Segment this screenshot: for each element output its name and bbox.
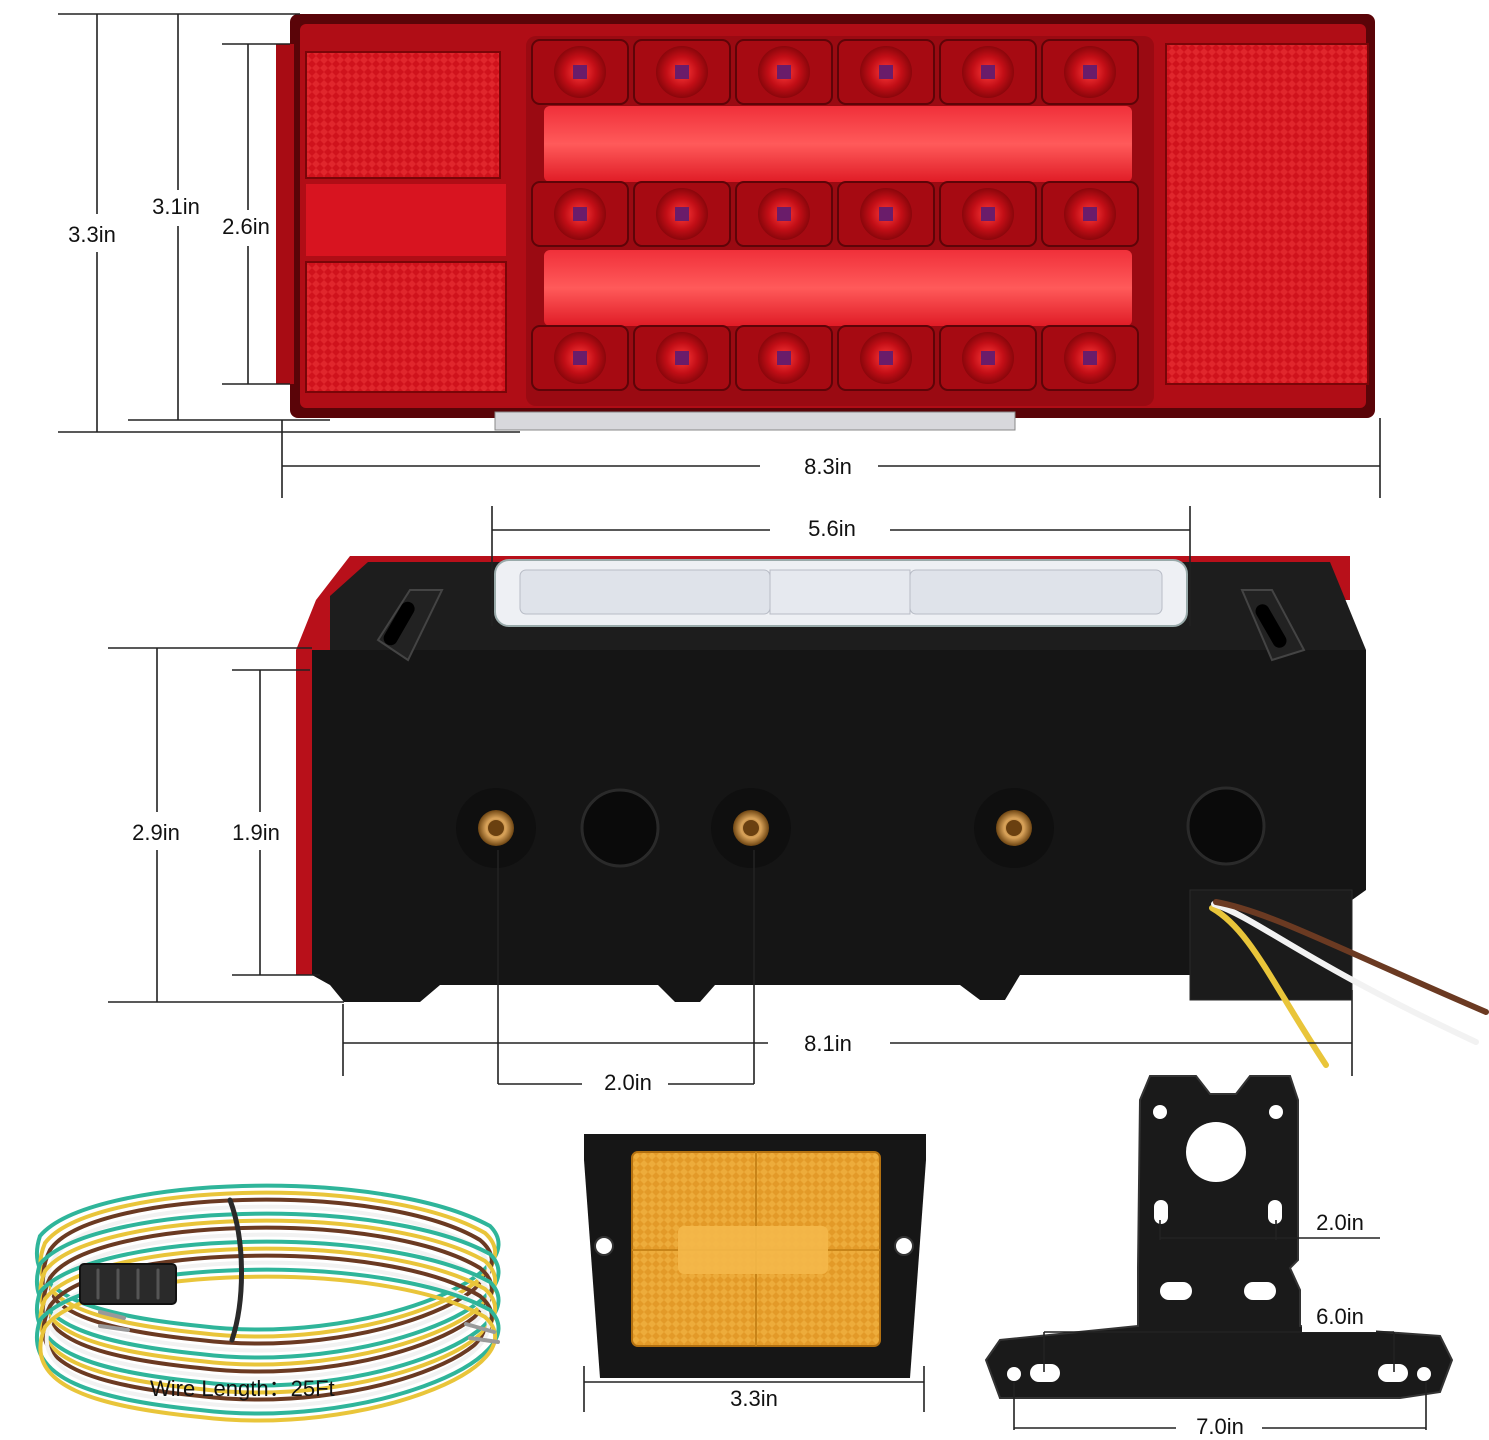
marker-screw-hole-left — [594, 1236, 614, 1256]
mounting-slot-right — [1240, 589, 1306, 662]
marker-screw-hole-right — [894, 1236, 914, 1256]
label-top-height-mid: 3.1in — [152, 194, 200, 219]
reflector-left-top — [305, 51, 501, 179]
led-1-6 — [1041, 39, 1139, 105]
led-2-4 — [837, 181, 935, 247]
label-bracket-hole-mid: 6.0in — [1316, 1304, 1364, 1329]
reflector-left-bottom — [305, 261, 507, 393]
output-wires — [1209, 899, 1489, 1068]
housing-body — [312, 650, 1366, 1002]
terminal-pins — [98, 1310, 500, 1344]
harness-wire-loop — [44, 1204, 491, 1353]
label-top-width: 8.3in — [804, 454, 852, 479]
label-side-width: 8.1in — [804, 1031, 852, 1056]
tail-light-front-view — [276, 14, 1375, 431]
harness-wire-loop — [35, 1211, 501, 1360]
harness-wire-loop — [38, 1246, 497, 1395]
led-1-3 — [735, 39, 833, 105]
marker-dimensions: 3.3in — [583, 1366, 925, 1414]
lens-left-middle — [306, 184, 506, 256]
led-2-3 — [735, 181, 833, 247]
led-2-5 — [939, 181, 1037, 247]
bracket-center-hole — [1186, 1122, 1246, 1182]
side-dimensions: 5.6in 2.9in 1.9in 8.1in 2.0in — [108, 506, 1353, 1095]
amber-side-marker — [584, 1134, 926, 1378]
light-bar-bottom — [544, 250, 1132, 326]
marker-led-strip — [678, 1226, 828, 1274]
hole-open-1 — [580, 788, 660, 868]
label-bracket-width: 7.0in — [1196, 1414, 1244, 1439]
wire-length-label: Wire Length：25Ft — [150, 1376, 335, 1401]
mounting-slot-left — [376, 589, 444, 662]
harness-wire-loop — [44, 1232, 491, 1381]
harness-wire-loop — [35, 1239, 501, 1388]
led-1-4 — [837, 39, 935, 105]
light-bar-top — [544, 106, 1132, 182]
harness-wire-loop — [44, 1260, 491, 1409]
led-2-1 — [531, 181, 629, 247]
led-2-2 — [633, 181, 731, 247]
harness-wire-loop — [38, 1218, 497, 1367]
harness-connector — [79, 1263, 177, 1305]
led-3-5 — [939, 325, 1037, 391]
reflector-right — [1165, 43, 1369, 385]
led-1-1 — [531, 39, 629, 105]
led-3-2 — [633, 325, 731, 391]
label-bracket-hole-top: 2.0in — [1316, 1210, 1364, 1235]
bracket-dimensions: 2.0in 6.0in 7.0in — [1013, 1210, 1427, 1439]
harness-wire-loop — [41, 1253, 494, 1402]
led-3-6 — [1041, 325, 1139, 391]
harness-wire-loop — [35, 1183, 501, 1332]
harness-wire-loop — [38, 1274, 497, 1423]
led-2-6 — [1041, 181, 1139, 247]
led-3-3 — [735, 325, 833, 391]
label-side-height-inner: 1.9in — [232, 820, 280, 845]
led-3-1 — [531, 325, 629, 391]
led-1-2 — [633, 39, 731, 105]
bottom-clear-strip — [494, 411, 1016, 431]
label-marker-width: 3.3in — [730, 1386, 778, 1411]
led-grid — [531, 39, 1139, 391]
harness-wire-loop — [35, 1267, 501, 1416]
label-top-height-inner: 2.6in — [222, 214, 270, 239]
harness-wire-loop — [38, 1190, 497, 1339]
label-hole-spacing: 2.0in — [604, 1070, 652, 1095]
wire-harness — [35, 1183, 501, 1423]
side-lip — [276, 44, 294, 384]
label-plate-light-width: 5.6in — [808, 516, 856, 541]
bracket-slot-right — [1268, 1200, 1282, 1224]
led-1-5 — [939, 39, 1037, 105]
cable-tie — [227, 1197, 244, 1343]
threaded-insert-1 — [456, 788, 536, 868]
license-plate-bracket — [984, 1075, 1454, 1399]
tail-light-side-view — [296, 556, 1489, 1068]
threaded-insert-3 — [974, 788, 1054, 868]
top-dimensions: 3.3in 3.1in 2.6in 8.3in — [58, 13, 1381, 498]
label-top-height-outer: 3.3in — [68, 222, 116, 247]
label-side-height-outer: 2.9in — [132, 820, 180, 845]
led-3-4 — [837, 325, 935, 391]
threaded-insert-2 — [711, 788, 791, 868]
bracket-slot-left — [1154, 1200, 1168, 1224]
hole-open-2 — [1186, 786, 1266, 866]
